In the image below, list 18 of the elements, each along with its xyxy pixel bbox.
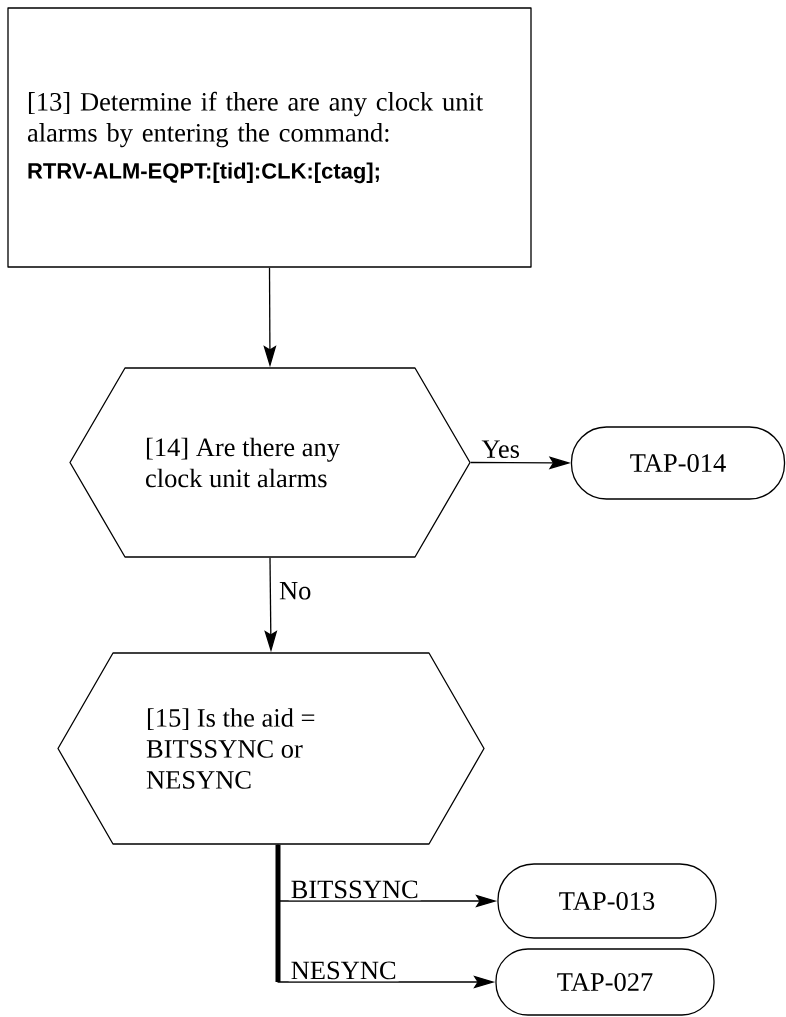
step-text: [13] Determine if there are any clock unit alarms by entering the command: [27, 91, 484, 148]
decision-hexagon [57, 652, 485, 845]
terminator-box [497, 863, 717, 939]
connector-trunk [275, 844, 281, 982]
terminator-text: TAP-027 [557, 973, 653, 991]
terminator-text: TAP-013 [559, 892, 655, 910]
terminator-box [570, 426, 786, 500]
question-text: [15] Is the aid = BITSSYNC or NESYNC [146, 708, 315, 789]
decision-hexagon [69, 367, 471, 558]
edge-label: BITSSYNC [288, 878, 421, 901]
process-box [7, 7, 532, 268]
edge-label: Yes [479, 438, 522, 460]
terminator-text: TAP-014 [630, 454, 726, 472]
question-text: [14] Are there any clock unit alarms [146, 437, 340, 488]
edge-label: NESYNC [288, 959, 399, 982]
command-text: RTRV-ALM-EQPT:[tid]:CLK:[ctag]; [28, 162, 379, 184]
terminator-box [495, 948, 715, 1016]
edge-label: No [277, 580, 314, 602]
